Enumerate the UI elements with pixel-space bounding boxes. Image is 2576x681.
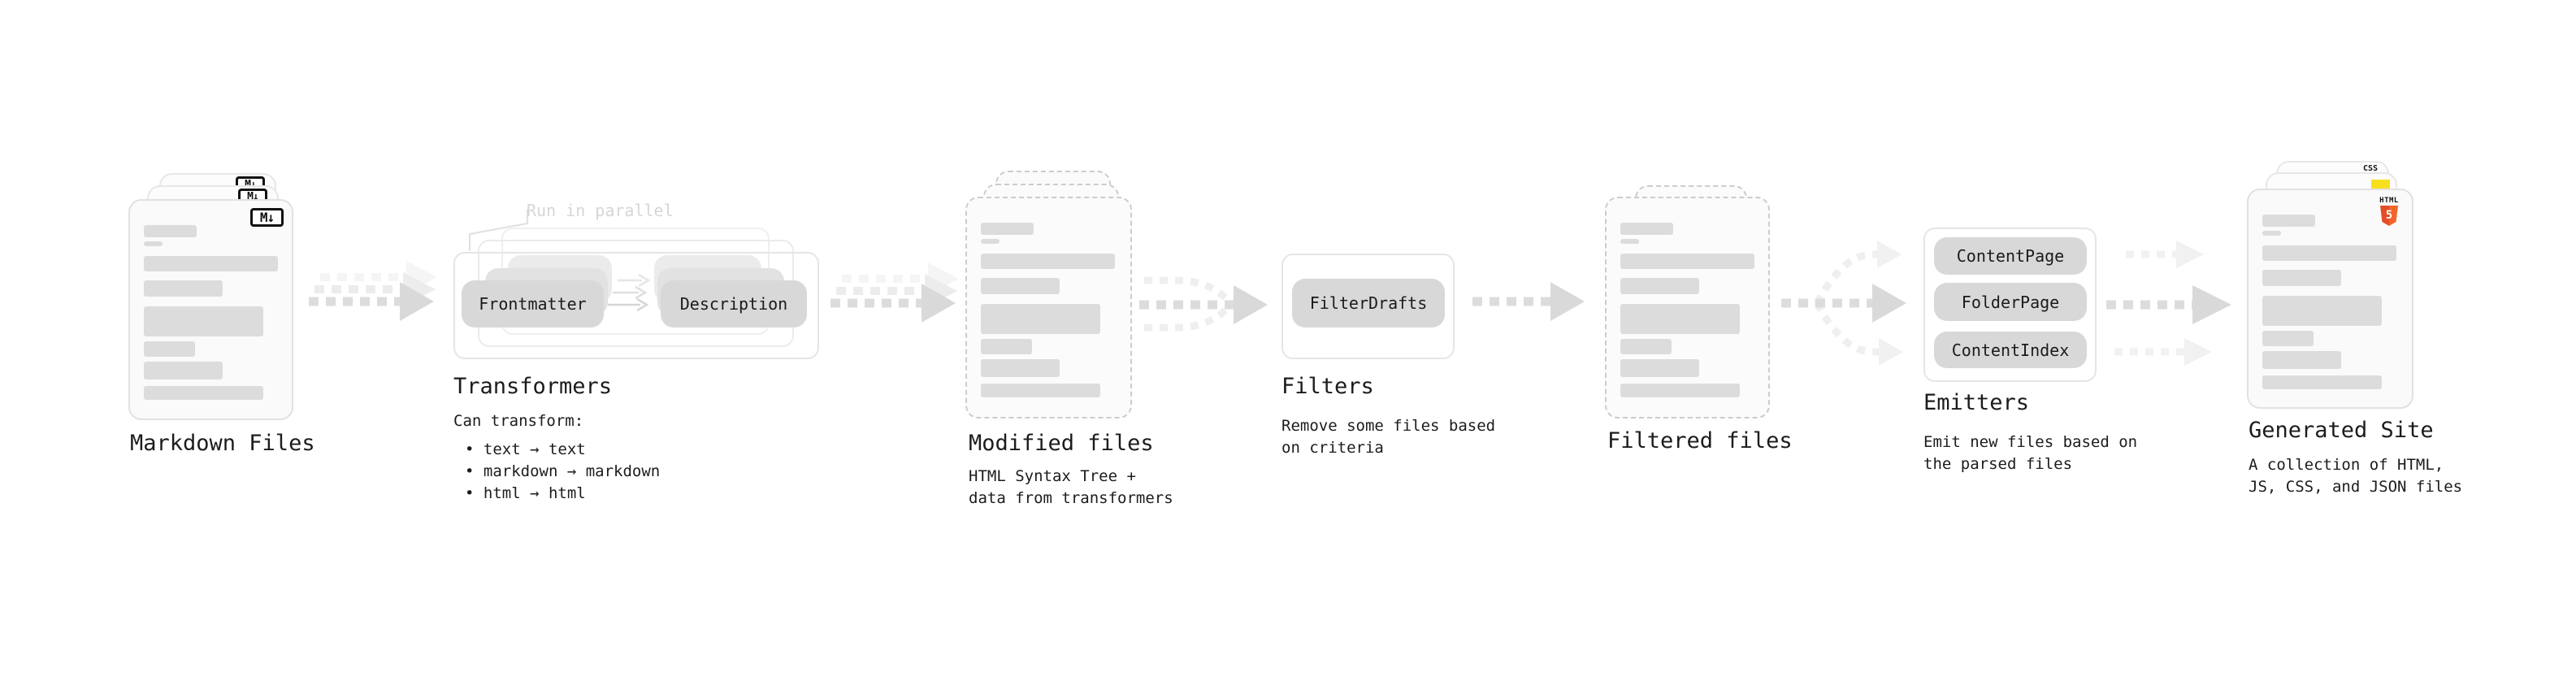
desc-line: data from transformers <box>969 489 1173 507</box>
desc-line: • html → html <box>465 484 586 502</box>
generated-site-label: Generated Site <box>2249 418 2434 443</box>
modified-file-card-front <box>965 197 1132 419</box>
modified-files-description: HTML Syntax Tree + data from transformer… <box>969 466 1173 510</box>
transformer-container-front <box>453 252 819 359</box>
transformer-pill-description: Description <box>661 280 807 327</box>
javascript-icon <box>2371 180 2390 189</box>
emitter-pill-contentindex: ContentIndex <box>1934 332 2087 368</box>
emitter-pill-contentpage: ContentPage <box>1934 237 2087 275</box>
filtered-files-label: Filtered files <box>1607 428 1793 453</box>
filtered-file-card-front <box>1605 197 1770 419</box>
desc-line: Emit new files based on <box>1923 433 2138 451</box>
desc-line: • text → text <box>465 440 586 458</box>
filters-label: Filters <box>1281 374 1374 399</box>
desc-line: Can transform: <box>453 412 584 430</box>
transformers-label: Transformers <box>453 374 613 399</box>
file-content-placeholder <box>1607 198 1768 417</box>
filters-description: Remove some files based on criteria <box>1281 415 1495 459</box>
html5-badge-text: HTML <box>2379 197 2399 205</box>
filters-container <box>1281 254 1455 359</box>
desc-line: Remove some files based <box>1281 417 1496 435</box>
file-content-placeholder <box>2249 190 2412 407</box>
css-badge-text: CSS <box>2362 164 2379 173</box>
arrow-emitters-to-generated <box>2106 241 2231 366</box>
arrow-transformers-to-modified <box>830 262 959 323</box>
annotation-leader-line <box>469 209 528 251</box>
desc-line: JS, CSS, and JSON files <box>2249 478 2463 496</box>
html5-number: 5 <box>2385 209 2393 222</box>
filter-pill-filterdrafts: FilterDrafts <box>1292 279 1445 327</box>
transformer-pill-frontmatter: Frontmatter <box>462 280 604 327</box>
html5-shield: 5 <box>2380 206 2398 226</box>
generated-site-description: A collection of HTML, JS, CSS, and JSON … <box>2249 454 2462 498</box>
desc-line: • markdown → markdown <box>465 462 661 480</box>
run-in-parallel-annotation: Run in parallel <box>527 201 674 220</box>
emitters-container <box>1923 228 2097 382</box>
desc-line: the parsed files <box>1923 455 2073 473</box>
desc-line: on criteria <box>1281 439 1384 457</box>
arrow-modified-to-filters <box>1139 276 1268 332</box>
markdown-file-card-front: M↓ <box>128 199 293 420</box>
desc-line: A collection of HTML, <box>2249 456 2444 474</box>
markdown-files-label: Markdown Files <box>130 431 315 456</box>
arrow-filters-to-filtered <box>1472 282 1585 321</box>
modified-files-label: Modified files <box>969 431 1154 456</box>
emitters-description: Emit new files based on the parsed files <box>1923 432 2137 475</box>
file-content-placeholder <box>967 198 1130 417</box>
arrow-markdown-to-transformers <box>309 261 437 321</box>
emitter-pill-folderpage: FolderPage <box>1934 283 2087 321</box>
transformers-description: Can transform: • text → text • markdown … <box>453 410 660 505</box>
transformer-step-arrows <box>608 273 651 312</box>
generated-file-card-html: HTML 5 <box>2247 189 2413 409</box>
desc-line: HTML Syntax Tree + <box>969 467 1136 485</box>
arrow-filtered-to-emitters <box>1781 241 1906 366</box>
markdown-icon: M↓ <box>250 208 284 227</box>
file-content-placeholder <box>130 201 292 419</box>
emitters-label: Emitters <box>1923 390 2030 415</box>
html5-icon: HTML 5 <box>2379 197 2399 226</box>
